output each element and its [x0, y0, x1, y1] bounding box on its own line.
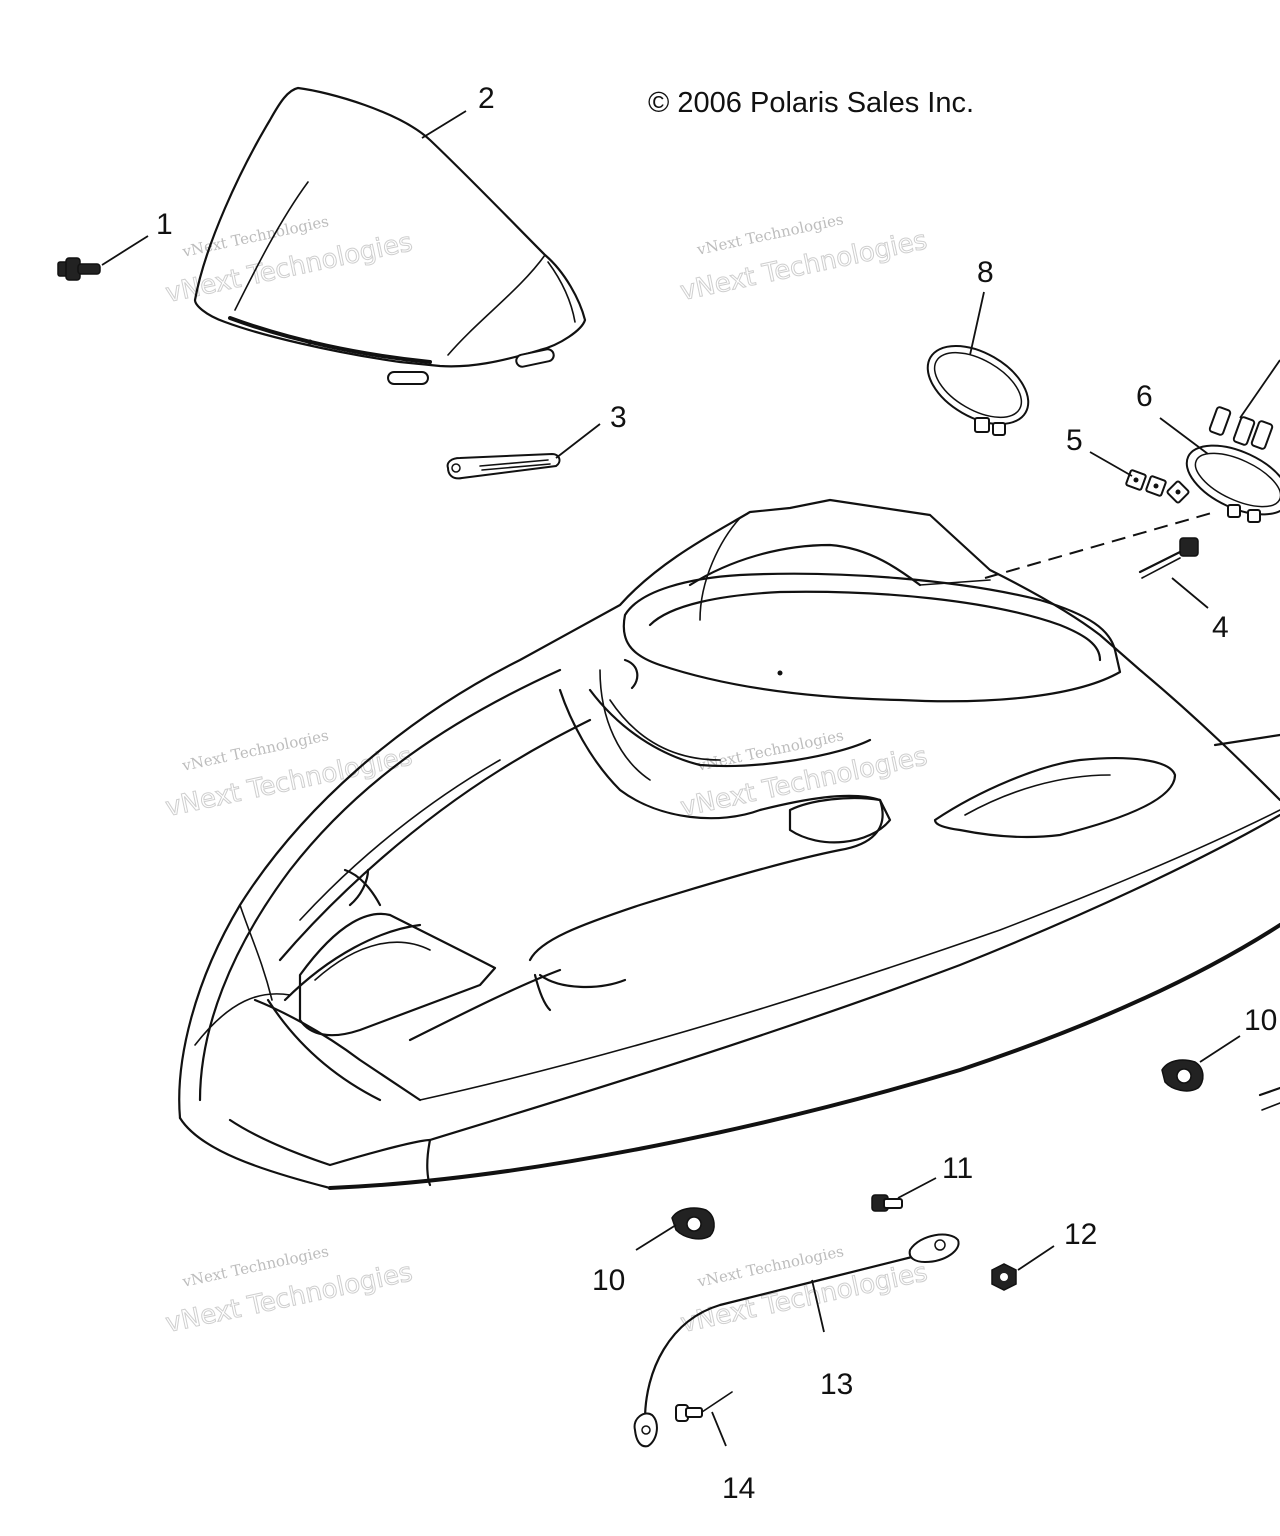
part-4-socket [1138, 537, 1199, 579]
callout-1: 1 [156, 208, 173, 241]
part-windshield [193, 86, 587, 385]
part-12-nut [991, 1263, 1017, 1291]
part-11-screw [871, 1194, 903, 1212]
part-5-clips [1125, 469, 1190, 504]
part-6-bezel [1185, 406, 1280, 523]
part-10-fastener-left [671, 1207, 715, 1240]
part-1-rivet [57, 257, 101, 281]
reference-dashed-line [984, 511, 1216, 579]
callout-4: 4 [1212, 611, 1229, 644]
callout-10-right: 10 [1244, 1004, 1277, 1037]
callout-11: 11 [942, 1152, 973, 1185]
part-8-ring [926, 344, 1030, 436]
part-10-fastener-right [1161, 1059, 1204, 1092]
callout-8: 8 [977, 256, 994, 289]
callout-10-left: 10 [592, 1264, 625, 1297]
callout-13: 13 [820, 1368, 853, 1401]
callout-12: 12 [1064, 1218, 1097, 1251]
copyright-text: © 2006 Polaris Sales Inc. [648, 87, 974, 119]
part-13-tether [633, 1233, 960, 1448]
part-hood [178, 498, 1280, 1190]
part-14-rivet [675, 1391, 733, 1422]
callout-3: 3 [610, 401, 627, 434]
callout-5: 5 [1066, 424, 1083, 457]
callout-14: 14 [722, 1472, 755, 1505]
watermark-3: vNext Technologies vNext Technologies [162, 726, 415, 823]
callout-6: 6 [1136, 380, 1153, 413]
watermark-5: vNext Technologies vNext Technologies [163, 1242, 416, 1339]
watermark-6: vNext Technologies vNext Technologies [678, 1242, 931, 1339]
part-3-strap [446, 452, 561, 480]
watermark-1: vNext Technologies vNext Technologies [163, 212, 416, 309]
watermark-2: vNext Technologies vNext Technologies [677, 210, 930, 307]
leader-lines [101, 110, 1280, 1447]
callout-2: 2 [478, 82, 495, 115]
